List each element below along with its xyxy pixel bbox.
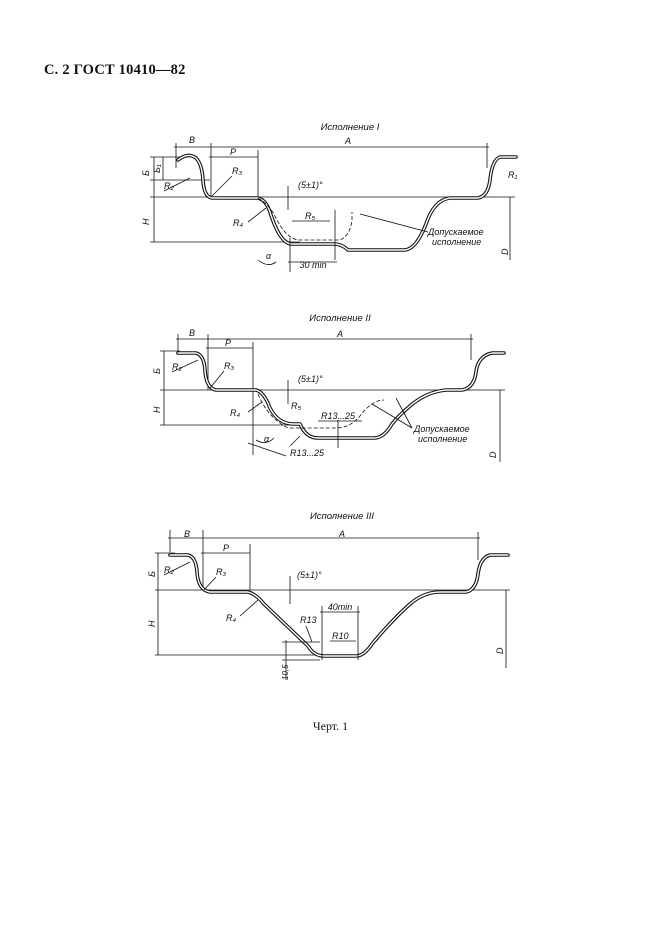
- figure-2-label-h: Н: [152, 406, 162, 413]
- figure-1-label-a: А: [344, 136, 351, 146]
- figure-2-r-upper: R13...25: [321, 411, 356, 421]
- figure-3-r2: R₂: [164, 565, 174, 575]
- figure-3-dim-top: 40min: [328, 602, 353, 612]
- figure-caption: Черт. 1: [312, 719, 349, 733]
- figure-1-label-h: Н: [141, 218, 151, 225]
- figure-2-label-p: Р: [225, 338, 231, 348]
- figure-2-r2: R₂: [172, 362, 182, 372]
- figure-2-label-d: D: [488, 451, 498, 458]
- figure-3-r3: R₃: [216, 567, 226, 577]
- figure-2-label-g: Б: [152, 368, 162, 374]
- figure-1-r3: R₃: [232, 166, 242, 176]
- figure-1-title: Исполнение I: [321, 122, 380, 133]
- figure-2-note-line2: исполнение: [418, 434, 467, 444]
- figure-1-r5: R₅: [305, 211, 315, 221]
- figure-1-label-p: Р: [230, 147, 236, 157]
- figure-1-angle: (5±1)°: [298, 180, 323, 190]
- figure-1-r1: R₁: [508, 170, 517, 180]
- figure-1-label-d: D: [500, 248, 510, 255]
- figure-1-note-line1: Допускаемое: [427, 227, 484, 237]
- figure-3-label-b: В: [184, 529, 190, 539]
- figure-2-label-alpha: α: [264, 434, 270, 444]
- figure-3-label-g: Б: [147, 571, 157, 577]
- figure-3-label-p: Р: [223, 543, 229, 553]
- figure-1-label-g1: Б₁: [152, 164, 162, 173]
- figure-3-r13: R13: [300, 615, 317, 625]
- figure-1-label-b: В: [189, 135, 195, 145]
- figure-1-r2: R₂: [164, 181, 174, 191]
- figure-2-angle: (5±1)°: [298, 374, 323, 384]
- figure-2-label-b: В: [189, 328, 195, 338]
- figure-2-note-line1: Допускаемое: [413, 424, 470, 434]
- figure-3-v105: 10,5: [281, 664, 290, 680]
- figure-2-drawing: Исполнение II В А Р Б Н D α (5±1)° R₃ R₂…: [152, 313, 506, 462]
- figure-3-label-a: А: [338, 529, 345, 539]
- figure-3-label-d: D: [495, 647, 505, 654]
- figure-2-title: Исполнение II: [309, 313, 371, 324]
- figure-2-r4: R₄: [230, 408, 240, 418]
- figure-1-label-alpha: α: [266, 251, 272, 261]
- figure-1-label-g: Б: [141, 170, 151, 176]
- figure-2-r5: R₅: [291, 401, 301, 411]
- figure-3-angle: (5±1)°: [297, 570, 322, 580]
- figure-2-r-lower: R13...25: [290, 448, 325, 458]
- figure-3-label-h: Н: [147, 620, 157, 627]
- figure-1-note-line2: исполнение: [432, 237, 481, 247]
- figure-3-drawing: Исполнение III В А Р Б Н D 40min R10 R13…: [147, 511, 510, 680]
- page-header: С. 2 ГОСТ 10410—82: [44, 62, 186, 78]
- figure-1-drawing: Исполнение I В А Р Б Б₁ Н D 30 min α (5±…: [141, 122, 518, 272]
- figure-3-r4: R₄: [226, 613, 236, 623]
- figure-3-title: Исполнение III: [310, 511, 374, 522]
- figure-2-label-a: А: [336, 329, 343, 339]
- figure-1-r4: R₄: [233, 218, 243, 228]
- figure-3-r10: R10: [332, 631, 349, 641]
- figure-2-r3: R₃: [224, 361, 234, 371]
- figure-1-dim-30min: 30 min: [299, 260, 326, 270]
